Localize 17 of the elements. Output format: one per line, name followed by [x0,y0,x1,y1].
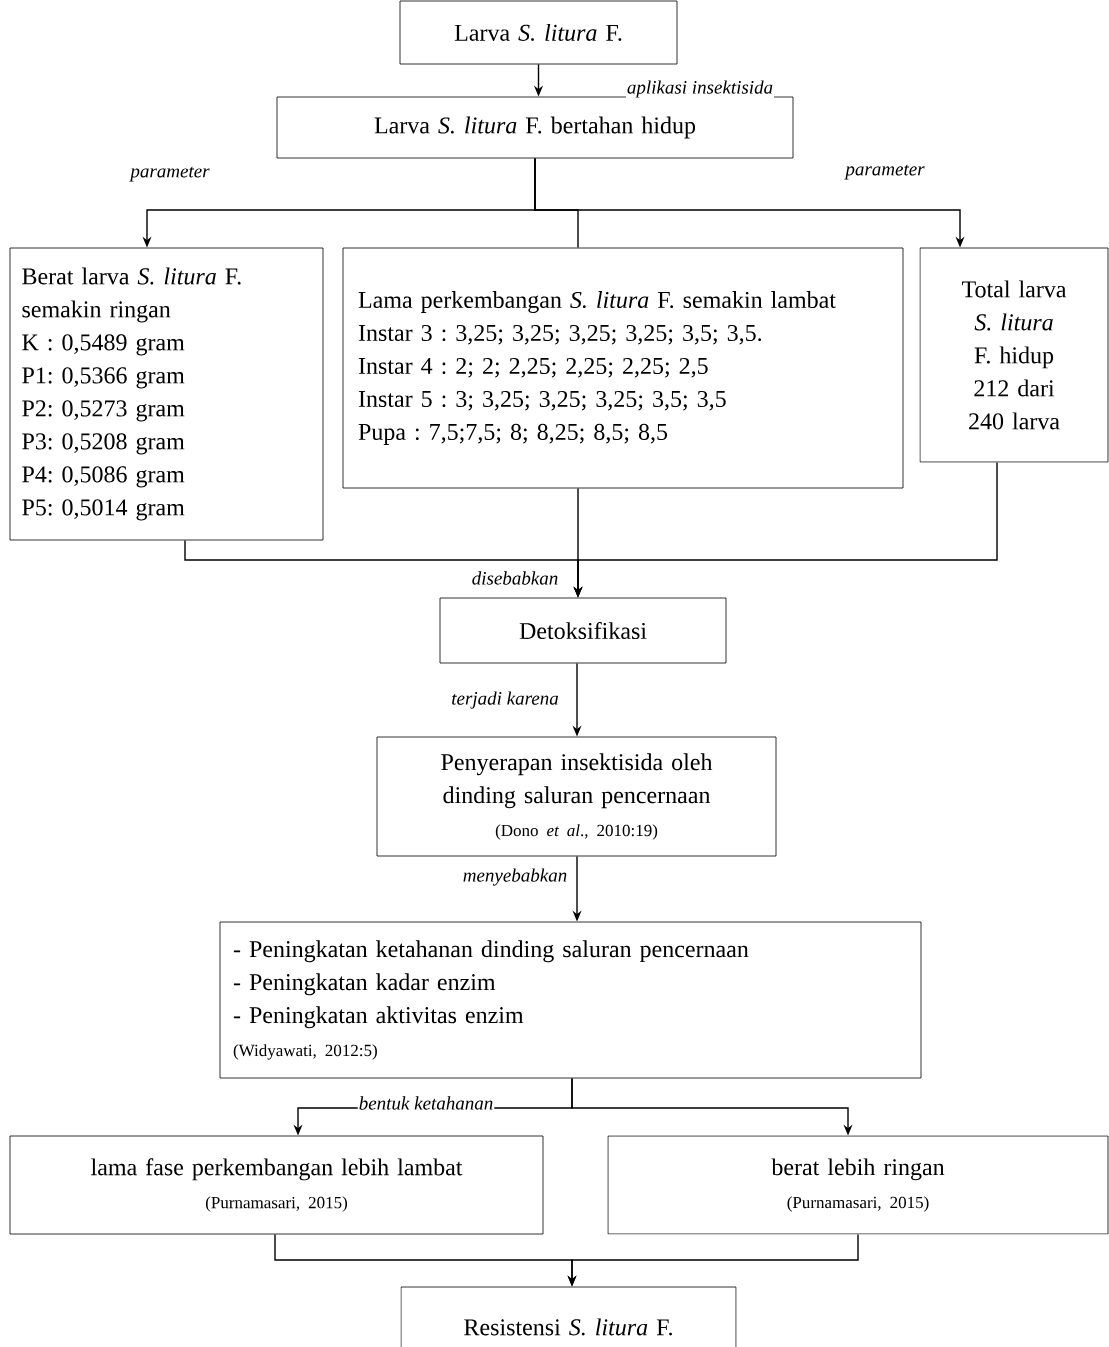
process-box: lama fase perkembangan lebih lambat (Purnamasari, 2015) [9,1135,544,1235]
process-box: Total larva S. litura F. hidup 212 dari 240 larva [919,247,1109,463]
process-box: Penyerapan insektisida oleh dinding saluran pencernaan (Dono et al., 2010:19) [376,736,777,857]
process-box: berat lebih ringan (Purnamasari, 2015) [607,1135,1109,1235]
process-box: - Peningkatan ketahanan dinding saluran pencernaan - Peningkatan kadar enzim - Peningkatan aktivitas enzim (Widyawati, 2012:5) [219,921,922,1079]
edge-label: bentuk ketahanan [357,1095,495,1111]
process-box: Lama perkembangan S. litura F. semakin lambat Instar 3 : 3,25; 3,25; 3,25; 3,25; 3,5; 3,5. Instar 4 : 2; 2; 2,25; 2,25; 2,25; 2,5 Instar 5 : 3; 3,25; 3,25; 3,25; 3,5; 3,5 Pupa : 7,5;7,5; 8; 8,25; 8,5; 8,5 [342,247,904,489]
process-box: Berat larva S. litura F. semakin ringan K : 0,5489 gram P1: 0,5366 gram P2: 0,5273 gram P3: 0,5208 gram P4: 0,5086 gram P5: 0,5014 gram [9,247,324,541]
edge-label: menyebabkan [461,867,569,887]
edge-label: aplikasi insektisida [625,79,775,99]
edge-label: parameter [129,165,211,183]
process-box: Resistensi S. litura F. [400,1286,737,1347]
process-box: Detoksifikasi [439,597,727,664]
process-box: Larva S. litura F. [399,0,678,65]
edge-label: disebabkan [470,570,560,586]
edge-label: terjadi karena [450,690,560,710]
edge-label: parameter [844,163,926,181]
